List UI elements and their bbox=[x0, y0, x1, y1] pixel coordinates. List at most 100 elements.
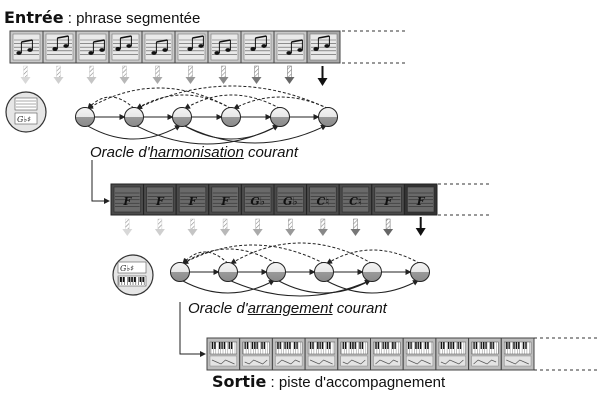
oracle-state bbox=[172, 107, 192, 127]
down-arrow bbox=[23, 65, 28, 79]
chord-keyboard-icon: G♭♯ bbox=[112, 254, 154, 296]
chord-segment: F bbox=[371, 183, 405, 216]
suffix-link bbox=[182, 244, 325, 264]
chord-symbol: C♮ bbox=[349, 195, 362, 208]
pianoroll-notes bbox=[506, 359, 529, 365]
pianoroll-notes bbox=[375, 359, 399, 365]
pianoroll-notes bbox=[277, 359, 301, 365]
pianoroll-notes bbox=[309, 359, 333, 365]
output-segment bbox=[402, 337, 437, 371]
pianoroll-notes bbox=[342, 359, 366, 365]
oracle-state bbox=[314, 262, 334, 282]
chord-segment: F bbox=[143, 183, 177, 216]
note-head bbox=[16, 51, 22, 55]
pianoroll-notes bbox=[211, 359, 235, 365]
chord-symbol: F bbox=[383, 195, 393, 208]
note-head bbox=[88, 51, 94, 55]
suffix-link bbox=[87, 87, 232, 110]
note-head bbox=[297, 48, 303, 52]
down-arrow bbox=[353, 218, 358, 231]
chord-symbol: F bbox=[155, 195, 165, 208]
down-arrow bbox=[122, 65, 127, 79]
note-head bbox=[27, 48, 33, 52]
oracle-state bbox=[124, 107, 144, 127]
output-segment bbox=[468, 337, 502, 371]
input-title-rest: : phrase segmentée bbox=[63, 10, 201, 27]
oracle1-prefix: Oracle d' bbox=[90, 144, 150, 161]
note-head bbox=[63, 44, 69, 48]
score-icon: G♭♯ bbox=[5, 91, 47, 133]
transition bbox=[183, 125, 327, 144]
chord-symbol: G♭ bbox=[250, 195, 265, 208]
input-segment bbox=[9, 30, 44, 64]
down-arrow bbox=[320, 218, 326, 231]
pianoroll-notes bbox=[408, 359, 431, 365]
down-arrow bbox=[188, 65, 193, 79]
oracle-state bbox=[410, 262, 430, 282]
input-segment bbox=[141, 30, 176, 64]
suffix-link bbox=[184, 94, 281, 110]
oracle2-graph bbox=[170, 242, 430, 297]
down-arrow bbox=[287, 65, 292, 79]
down-arrow bbox=[125, 218, 130, 231]
output-segment bbox=[337, 337, 371, 371]
down-arrow bbox=[385, 218, 391, 231]
connector-1 bbox=[91, 160, 110, 204]
input-segment bbox=[108, 30, 143, 64]
note-head bbox=[286, 51, 292, 55]
down-arrow bbox=[254, 65, 259, 79]
input-segment bbox=[240, 30, 275, 64]
output-segment bbox=[500, 337, 535, 371]
output-title-bold: Sortie bbox=[212, 372, 267, 391]
oracle-state bbox=[362, 262, 382, 282]
oracle-state bbox=[318, 107, 338, 127]
chord-segment: F bbox=[110, 183, 145, 216]
note-head bbox=[126, 44, 132, 48]
down-arrow bbox=[222, 218, 228, 231]
oracle-state bbox=[170, 262, 190, 282]
transition bbox=[86, 124, 181, 140]
oracle-state bbox=[221, 107, 241, 127]
pianoroll-notes bbox=[244, 359, 268, 365]
down-arrow bbox=[255, 218, 260, 231]
note-head bbox=[261, 44, 267, 48]
output-segments bbox=[206, 337, 535, 371]
output-segment bbox=[304, 337, 339, 371]
note-head bbox=[250, 47, 256, 51]
suffix-link bbox=[326, 249, 421, 265]
chord-symbol: F bbox=[122, 195, 132, 208]
transition bbox=[229, 279, 371, 297]
chord-segment: G♭ bbox=[240, 183, 275, 216]
down-arrow bbox=[157, 218, 163, 231]
oracle1-graph bbox=[75, 85, 338, 145]
down-arrow bbox=[56, 65, 61, 79]
input-arrows bbox=[20, 65, 328, 86]
oracle-state bbox=[266, 262, 286, 282]
output-segment bbox=[206, 337, 241, 371]
oracle-state bbox=[270, 107, 290, 127]
note-head bbox=[214, 51, 220, 55]
chord-segment: C♮ bbox=[306, 183, 340, 216]
input-segment bbox=[306, 30, 341, 64]
output-segment bbox=[370, 337, 404, 371]
suffix-link bbox=[87, 96, 135, 110]
chord-symbol: C♮ bbox=[317, 195, 330, 208]
chord-symbol: F bbox=[416, 195, 426, 208]
chord-segment: G♭ bbox=[273, 183, 308, 216]
suffix-link bbox=[230, 242, 373, 265]
note-head bbox=[115, 47, 121, 51]
down-arrow bbox=[89, 65, 94, 79]
down-arrow bbox=[155, 65, 160, 79]
chord-segment: C♮ bbox=[338, 183, 373, 216]
down-arrow bbox=[190, 218, 195, 231]
input-segments bbox=[9, 30, 341, 64]
note-head bbox=[187, 47, 193, 51]
note-head bbox=[151, 51, 157, 55]
oracle-state bbox=[75, 107, 95, 127]
note-head bbox=[99, 48, 105, 52]
down-arrow bbox=[221, 65, 226, 79]
oracle1-suffix: courant bbox=[243, 144, 298, 161]
down-arrow bbox=[288, 218, 293, 231]
chord-segment: F bbox=[208, 183, 242, 216]
